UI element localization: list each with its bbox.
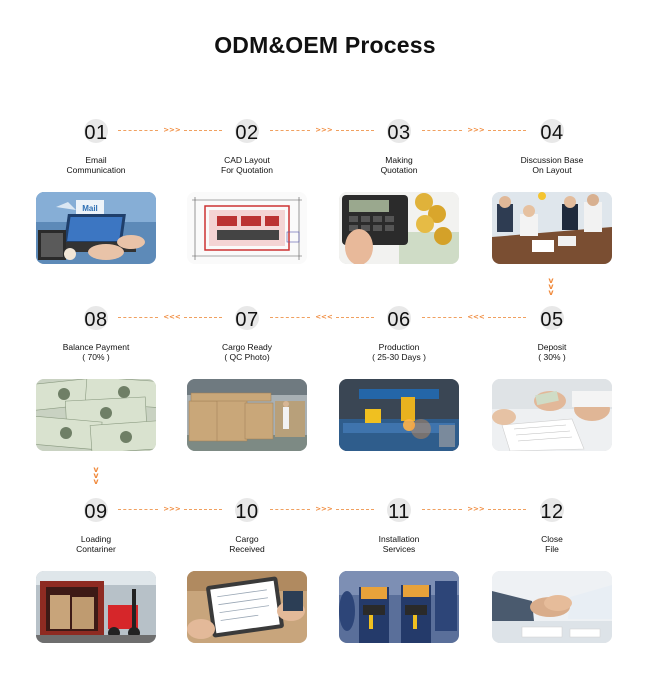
number-badge <box>235 306 259 330</box>
process-step-08: 08 Balance Payment ( 70% ) <box>31 305 161 451</box>
step-number: 12 <box>540 501 564 523</box>
connector-03-04: >>> <box>420 125 526 135</box>
step-number: 07 <box>235 309 259 331</box>
number-badge <box>235 119 259 143</box>
page-title: ODM&OEM Process <box>214 32 436 58</box>
signing-contract-photo <box>492 379 612 451</box>
number-badge <box>84 498 108 522</box>
connector-11-12: >>> <box>420 504 526 514</box>
step-label: Discussion Base On Layout <box>520 155 584 175</box>
step-label: Production ( 25-30 Days ) <box>372 342 426 362</box>
forward-arrow-icon: >>> <box>467 505 485 513</box>
back-arrow-icon: <<< <box>163 313 181 321</box>
step-label: Loading Contariner <box>76 534 116 554</box>
connector-01-02: >>> <box>118 125 222 135</box>
connector-09-10: >>> <box>118 504 222 514</box>
step-number: 02 <box>235 122 259 144</box>
cnc-machine-photo <box>339 379 459 451</box>
process-step-07: 07 Cargo Ready ( QC Photo) <box>182 305 312 451</box>
laptop-email-photo: Mail <box>36 192 156 264</box>
container-loading-photo <box>36 571 156 643</box>
number-badge <box>540 498 564 522</box>
step-number: 04 <box>540 122 564 144</box>
step-number: 03 <box>387 122 411 144</box>
step-label: CAD Layout For Quotation <box>221 155 273 175</box>
connector-05-06: <<< <box>420 312 526 322</box>
step-number: 08 <box>84 309 108 331</box>
step-number: 05 <box>540 309 564 331</box>
workers-photo <box>339 571 459 643</box>
step-label: Installation Services <box>378 534 420 554</box>
process-step-12: 12 Close File <box>487 497 617 643</box>
step-label: Email Communication <box>66 155 126 175</box>
step-number: 06 <box>387 309 411 331</box>
back-arrow-icon: <<< <box>467 313 485 321</box>
step-label: Close File <box>541 534 563 554</box>
dollar-bills-photo <box>36 379 156 451</box>
connector-02-03: >>> <box>268 125 374 135</box>
handshake-photo <box>492 571 612 643</box>
process-step-06: 06 Production ( 25-30 Days ) <box>334 305 464 451</box>
number-badge <box>387 498 411 522</box>
forward-arrow-icon: >>> <box>163 505 181 513</box>
back-arrow-icon: <<< <box>315 313 333 321</box>
connector-10-11: >>> <box>268 504 374 514</box>
process-step-11: 11 Installation Services <box>334 497 464 643</box>
step-number: 11 <box>388 501 410 523</box>
forward-arrow-icon: >>> <box>315 126 333 134</box>
step-number: 10 <box>235 501 259 523</box>
process-step-09: 09 Loading Contariner <box>31 497 161 643</box>
process-step-03: 03 Making Quotation <box>334 118 464 264</box>
step-label: Deposit ( 30% ) <box>537 342 567 362</box>
meeting-photo <box>492 192 612 264</box>
process-step-05: 05 Deposit ( 30% ) <box>487 305 617 451</box>
forward-arrow-icon: >>> <box>315 505 333 513</box>
process-step-04: 04 Discussion Base On Layout <box>487 118 617 264</box>
process-step-10: 10 Cargo Received <box>182 497 312 643</box>
number-badge <box>387 119 411 143</box>
number-badge <box>84 306 108 330</box>
number-badge <box>387 306 411 330</box>
clipboard-check-photo <box>187 571 307 643</box>
step-label: Making Quotation <box>380 155 418 175</box>
connector-06-07: <<< <box>268 312 374 322</box>
cargo-stack-photo <box>187 379 307 451</box>
step-label: Balance Payment ( 70% ) <box>62 342 130 362</box>
mail-text: Mail <box>82 204 98 213</box>
step-number: 01 <box>84 122 108 144</box>
step-label: Cargo Ready ( QC Photo) <box>221 342 273 362</box>
step-label: Cargo Received <box>229 534 265 554</box>
number-badge <box>540 119 564 143</box>
connector-07-08: <<< <box>118 312 222 322</box>
process-step-02: 02 CAD Layout For Quotation <box>182 118 312 264</box>
process-step-01: 01 Email Communication Mail <box>31 118 161 264</box>
forward-arrow-icon: >>> <box>163 126 181 134</box>
number-badge <box>540 306 564 330</box>
number-badge <box>84 119 108 143</box>
cad-layout-photo <box>187 192 307 264</box>
number-badge <box>235 498 259 522</box>
forward-arrow-icon: >>> <box>467 126 485 134</box>
calculator-coins-photo <box>339 192 459 264</box>
step-number: 09 <box>84 501 108 523</box>
